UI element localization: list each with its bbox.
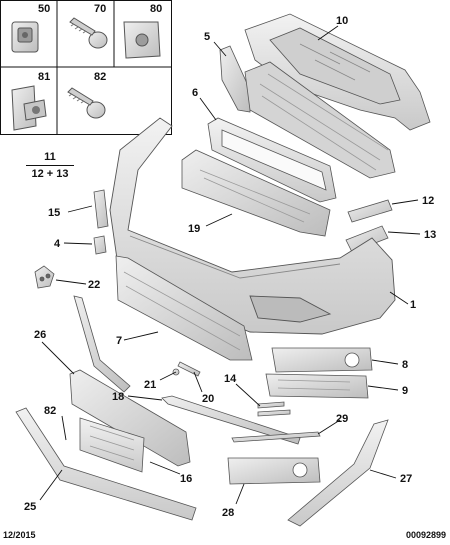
callout-22: 22 (88, 279, 100, 291)
callout-82: 82 (94, 71, 106, 83)
footer-doc-number: 00092899 (405, 530, 446, 540)
part-9-fog-surround (265, 373, 369, 399)
callout-80: 80 (150, 3, 162, 15)
leader-lines (39, 25, 421, 505)
part-26-strip (73, 295, 131, 393)
callout-8: 8 (402, 359, 408, 371)
fasteners-panel (0, 0, 172, 135)
callout-50: 50 (38, 3, 50, 15)
callout-27: 27 (400, 473, 412, 485)
part-20-strip (177, 361, 201, 377)
callout-20: 20 (202, 393, 214, 405)
callout-1: 1 (410, 299, 416, 311)
callout-18: 18 (112, 391, 124, 403)
callout-13: 13 (424, 229, 436, 241)
part-8-fog-surround (271, 347, 373, 373)
part-1-bumper (109, 117, 396, 335)
callout-9: 9 (402, 385, 408, 397)
fraction-divider (26, 165, 74, 166)
callout-19: 19 (188, 223, 200, 235)
ref-group-11: 11 12 + 13 (22, 151, 78, 180)
callout-12: 12 (422, 195, 434, 207)
part-16-plate-holder (69, 369, 191, 473)
clip-nut-icon (11, 21, 39, 53)
callout-6: 6 (192, 87, 198, 99)
part-25-lower-spoiler (15, 407, 197, 521)
part-6-grille-frame (207, 117, 337, 203)
callout-21: 21 (144, 379, 156, 391)
part-13-bracket (345, 225, 389, 253)
callout-81: 81 (38, 71, 50, 83)
callout-25: 25 (24, 501, 36, 513)
part-14-strips (257, 401, 291, 417)
part-22-clips (34, 265, 55, 289)
part-15-reflector (93, 189, 109, 229)
callout-29: 29 (336, 413, 348, 425)
part-27-side-spoiler (287, 419, 389, 527)
callout-7: 7 (116, 335, 122, 347)
part-12-bracket (347, 199, 393, 223)
callout-26: 26 (34, 329, 46, 341)
screw-icon (69, 17, 108, 49)
ref-group-top: 11 (44, 151, 56, 163)
bracket-nut-icon (11, 85, 47, 131)
callout-4: 4 (54, 238, 61, 250)
clip-icon (123, 21, 161, 59)
part-19-absorber (181, 149, 331, 237)
callout-15: 15 (48, 207, 60, 219)
callout-28: 28 (222, 507, 234, 519)
screw-icon (67, 87, 106, 119)
part-5-upper-grille (219, 45, 396, 179)
callout-14: 14 (224, 373, 237, 385)
part-18-lower-strip (161, 395, 301, 445)
callout-5: 5 (204, 31, 210, 43)
footer-date: 12/2015 (3, 530, 36, 540)
part-7-lower-grille (115, 255, 253, 361)
callout-16: 16 (180, 473, 192, 485)
ref-group-bottom: 12 + 13 (31, 168, 69, 180)
callout-70: 70 (94, 3, 106, 15)
callout-10: 10 (336, 15, 348, 27)
part-28-fog-surround (227, 457, 321, 485)
part-4-cover (93, 235, 107, 255)
callout-82b: 82 (44, 405, 56, 417)
part-29-strip (231, 431, 321, 443)
